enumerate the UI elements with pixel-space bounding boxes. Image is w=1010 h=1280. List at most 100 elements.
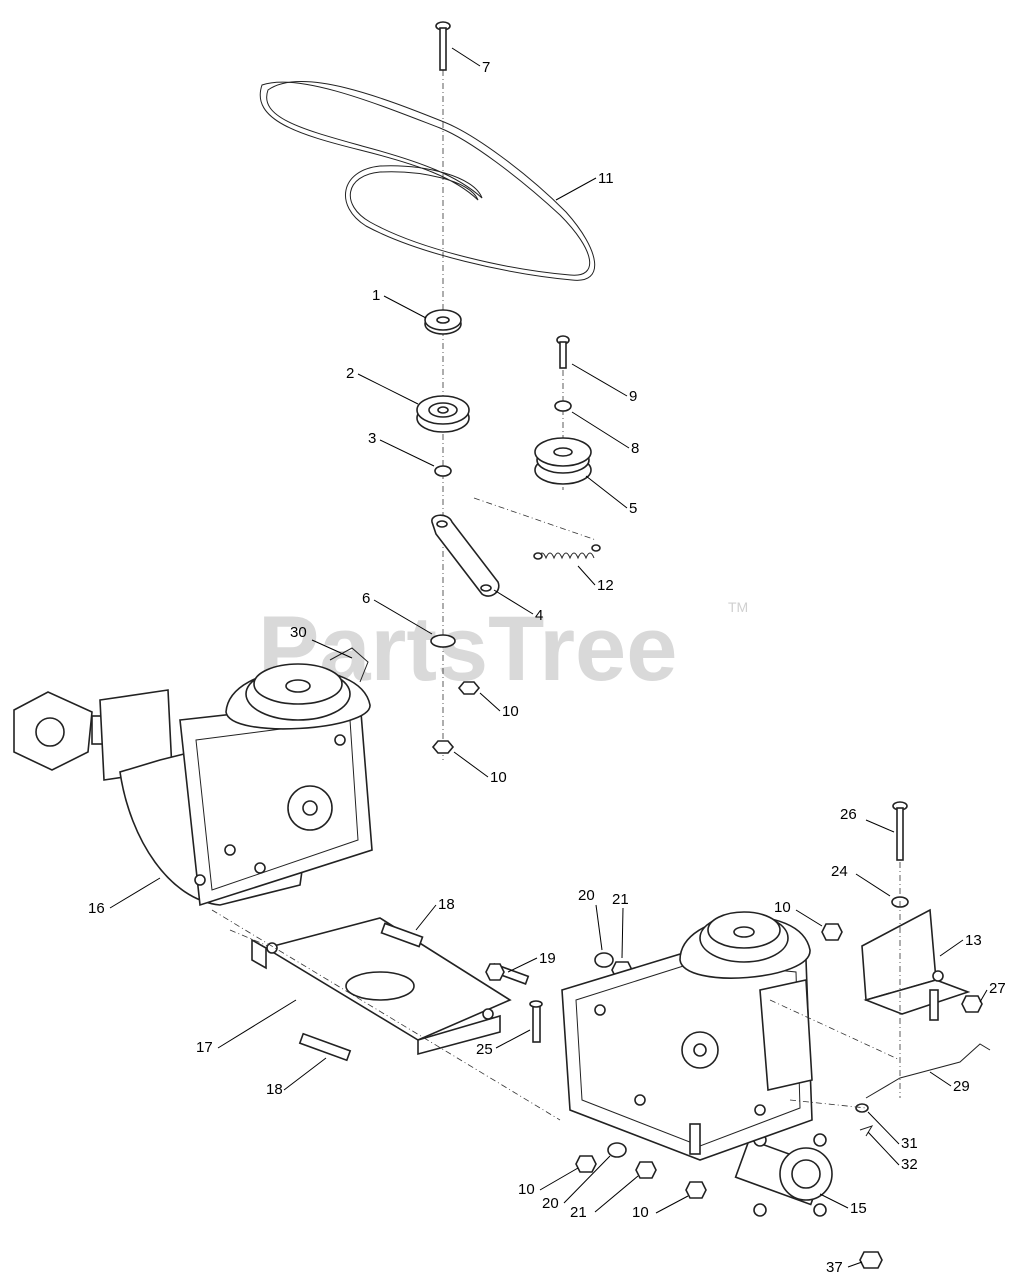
idler-arm [431,514,500,597]
callout-label: 7 [482,59,490,76]
transmission-left [13,663,373,907]
leader-lines [109,47,988,1268]
leader-line [571,363,628,397]
callout-labels: 7 11 1 2 9 3 8 5 12 4 6 30 10 10 16 26 2… [88,59,1006,1276]
callout-label: 10 [632,1204,649,1221]
washer-3 [434,465,452,477]
leader-line [311,639,353,659]
callout-label: 18 [438,896,455,913]
callout-label: 3 [368,430,376,447]
washer-20-lower [607,1142,627,1158]
callout-label: 2 [346,365,354,382]
leader-line [865,819,895,833]
leader-line [655,1195,689,1214]
callout-label: 10 [774,899,791,916]
pulley-small [424,309,462,335]
nut-10-lower-left [575,1155,597,1173]
callout-label: 37 [826,1259,843,1276]
callout-label: 26 [840,806,857,823]
callout-label: 9 [629,388,637,405]
leader-line [539,1167,579,1191]
callout-label: 20 [542,1195,559,1212]
control-rod [865,1043,991,1099]
leader-line [585,475,628,509]
bolt-top [435,21,451,71]
assembly-line-b [769,999,901,1061]
callout-label: 13 [965,932,982,949]
leader-line [479,692,501,712]
callout-label: 21 [570,1204,587,1221]
arm-dash-line [473,497,597,541]
callout-label: 15 [850,1200,867,1217]
idler-pulley-flat [416,395,470,433]
nut-10-lower-right [685,1181,707,1199]
callout-label: 17 [196,1039,213,1056]
leader-line [415,904,437,931]
leader-line [383,295,427,319]
tension-spring [533,544,601,560]
leader-line [373,599,433,635]
leader-line [283,1057,327,1091]
pin-upper [380,922,424,948]
leader-line [493,589,534,615]
leader-line [867,1111,900,1145]
bolt-27 [961,995,983,1013]
leader-line [979,989,988,1003]
leader-line [621,907,624,959]
leader-line [217,999,297,1049]
transmission-right [561,911,813,1161]
bracket-13 [861,908,971,1021]
callout-label: 19 [539,950,556,967]
callout-label: 16 [88,900,105,917]
callout-label: 4 [535,607,543,624]
callout-label: 10 [502,703,519,720]
callout-label: 6 [362,590,370,607]
callout-label: 8 [631,440,639,457]
callout-label: 18 [266,1081,283,1098]
callout-label: 27 [989,980,1006,997]
bolt-25 [529,1000,543,1043]
leader-line [577,565,596,586]
leader-line [451,47,481,67]
callout-label: 5 [629,500,637,517]
callout-label: 29 [953,1078,970,1095]
callout-label: 30 [290,624,307,641]
nut-10-right [821,923,843,941]
leader-line [594,1175,639,1213]
leader-line [795,909,823,927]
leader-line [929,1071,952,1087]
nut-lower [431,740,455,754]
bolt-idler [556,335,570,369]
leader-line [595,904,603,951]
leader-line [453,751,489,778]
callout-label: 32 [901,1156,918,1173]
mounting-bracket [251,917,512,1056]
callout-label: 25 [476,1041,493,1058]
callout-label: 24 [831,863,848,880]
callout-label: 10 [518,1181,535,1198]
leader-line [357,373,419,405]
idler-pulley-v [534,437,592,485]
leader-line [571,411,630,449]
leader-line [495,1029,531,1049]
callout-label: 10 [490,769,507,786]
bolt-26 [892,801,908,861]
washer-6 [430,634,456,648]
nut-37 [859,1251,883,1269]
leader-line [867,1131,900,1166]
washer-31 [855,1103,869,1113]
nut-21-lower [635,1161,657,1179]
assembly-line-a [211,909,561,1121]
nut-upper [457,681,481,695]
pin-lower [298,1032,352,1062]
washer-20-upper [594,952,614,968]
leader-line [819,1193,849,1209]
callout-label: 20 [578,887,595,904]
callout-label: 12 [597,577,614,594]
washer-8 [554,400,572,412]
leader-line [847,1261,863,1268]
leader-line [555,177,597,201]
cooling-fan-blade [329,647,369,683]
